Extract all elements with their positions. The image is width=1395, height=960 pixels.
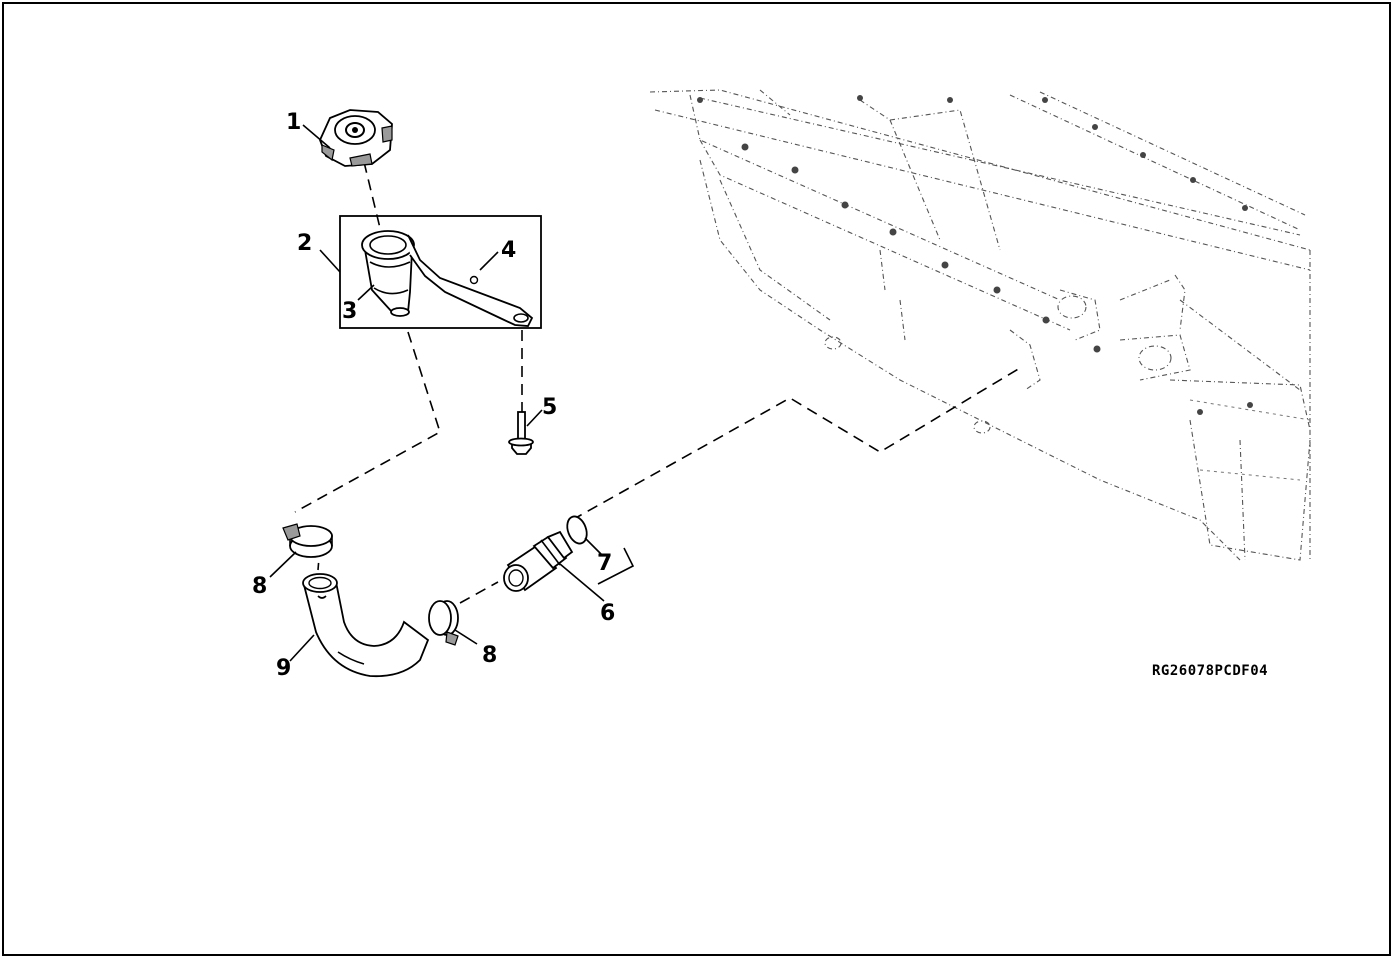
hose-clamp-icon (282, 523, 333, 558)
callout-4: 4 (501, 238, 516, 263)
o-ring-icon (566, 515, 588, 545)
callout-8-lower: 8 (482, 643, 497, 668)
figure-id: RG26078PCDF04 (1152, 663, 1268, 679)
alignment-lines (294, 161, 1021, 604)
callout-8-upper: 8 (252, 574, 267, 599)
hose-clamp-icon (428, 600, 459, 646)
callout-7: 7 (597, 551, 612, 576)
callout-labels: 1 2 3 4 5 6 7 8 8 9 (252, 110, 615, 681)
callout-9: 9 (276, 656, 291, 681)
mounting-bracket-icon (407, 234, 534, 327)
leader-lines (269, 124, 605, 662)
callout-2: 2 (297, 231, 312, 256)
callout-6-7-bracket (597, 547, 635, 585)
filler-neck-icon (361, 230, 415, 317)
elbow-hose-icon (302, 573, 430, 678)
flange-bolt-icon (508, 411, 534, 455)
callout-1: 1 (286, 110, 301, 135)
callout-3: 3 (342, 299, 357, 324)
chassis-frame-ghost (649, 89, 1311, 561)
callout-5: 5 (542, 395, 557, 420)
callout-6: 6 (600, 601, 615, 626)
filler-cap-icon (319, 109, 393, 167)
tube-fitting-icon (503, 530, 574, 592)
